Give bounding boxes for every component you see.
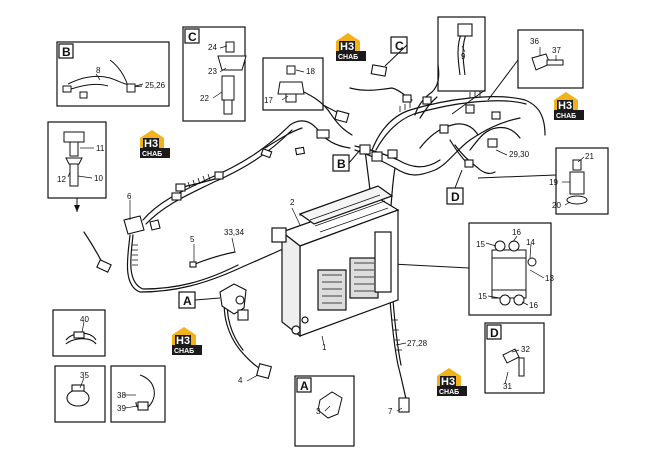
svg-text:H3: H3 (340, 41, 354, 53)
inset-frame-a-bottom (294, 375, 355, 447)
part-label-27-28: 27,28 (407, 339, 428, 348)
part-label-39: 39 (117, 404, 126, 413)
part-label-38: 38 (117, 391, 126, 400)
inset-frame-sensor-17-18 (262, 57, 324, 111)
ecu-unit (271, 185, 400, 338)
part-label-7: 7 (388, 407, 393, 416)
part-label-25-26: 25,26 (145, 81, 166, 90)
svg-text:CHAБ: CHAБ (556, 113, 576, 120)
part-label-33-34: 33,34 (224, 228, 245, 237)
part-label-16-top: 16 (512, 228, 521, 237)
inset-frame-part-13-16 (468, 222, 552, 316)
part-label-36: 36 (530, 37, 539, 46)
inset-frame-part-35 (54, 365, 106, 423)
part-label-4: 4 (238, 376, 243, 385)
part-label-5: 5 (190, 235, 195, 244)
svg-text:CHAБ: CHAБ (142, 151, 162, 158)
part-label-15-bottom: 15 (478, 292, 487, 301)
svg-text:CHAБ: CHAБ (439, 389, 459, 396)
callout-c-main: C (395, 39, 404, 53)
svg-text:H3: H3 (176, 335, 190, 347)
part-label-9: 9 (461, 52, 466, 61)
callout-a-inset: A (300, 379, 309, 393)
part-label-3: 3 (316, 407, 321, 416)
svg-text:CHAБ: CHAБ (174, 348, 194, 355)
part-label-32: 32 (521, 345, 530, 354)
svg-text:H3: H3 (441, 376, 455, 388)
part-label-21: 21 (585, 152, 594, 161)
part-label-23: 23 (208, 67, 217, 76)
part-label-8: 8 (96, 66, 101, 75)
part-label-20: 20 (552, 201, 561, 210)
part-label-35: 35 (80, 371, 89, 380)
inset-frame-part-40 (52, 309, 106, 357)
part-label-24: 24 (208, 43, 217, 52)
part-label-37: 37 (552, 46, 561, 55)
inset-frame-part-38-39 (110, 365, 166, 423)
callout-d-inset: D (490, 326, 499, 340)
brand-logo-4: H3 CHAБ (172, 327, 202, 355)
callout-c-left: C (188, 30, 197, 44)
brand-logo-2: H3 CHAБ (554, 92, 584, 120)
inset-frame-b-left (56, 41, 170, 107)
inset-frame-d-right (484, 322, 545, 394)
inset-frame-c-left (182, 26, 246, 122)
svg-text:H3: H3 (144, 138, 158, 150)
part-label-2: 2 (290, 198, 295, 207)
part-label-12: 12 (57, 175, 66, 184)
brand-logo-5: H3 CHAБ (437, 368, 467, 396)
inset-frame-part-36-37 (517, 29, 584, 89)
part-label-10: 10 (94, 174, 103, 183)
svg-text:CHAБ: CHAБ (338, 54, 358, 61)
part-label-14: 14 (526, 238, 535, 247)
part-label-18: 18 (306, 67, 315, 76)
part-label-31: 31 (503, 382, 512, 391)
brand-logo-3: H3 CHAБ (140, 130, 170, 158)
callout-a-main: A (183, 294, 192, 308)
part-label-6: 6 (127, 192, 132, 201)
callout-b-left: B (62, 45, 71, 59)
inset-frame-part-9 (437, 16, 486, 92)
part-label-1: 1 (322, 343, 327, 352)
part-label-19: 19 (549, 178, 558, 187)
part-label-22: 22 (200, 94, 209, 103)
inset-frame-part-19-21 (555, 147, 609, 215)
part-label-29-30: 29,30 (509, 150, 530, 159)
svg-text:H3: H3 (558, 100, 572, 112)
part-label-17: 17 (264, 96, 273, 105)
callout-b-main: B (337, 157, 346, 171)
part-label-40: 40 (80, 315, 89, 324)
part-label-15-top: 15 (476, 240, 485, 249)
part-label-11: 11 (96, 144, 105, 153)
brand-logo-1: H3 CHAБ (336, 33, 366, 61)
callout-d-main: D (451, 190, 460, 204)
part-label-16-bottom: 16 (529, 301, 538, 310)
part-label-13: 13 (545, 274, 554, 283)
